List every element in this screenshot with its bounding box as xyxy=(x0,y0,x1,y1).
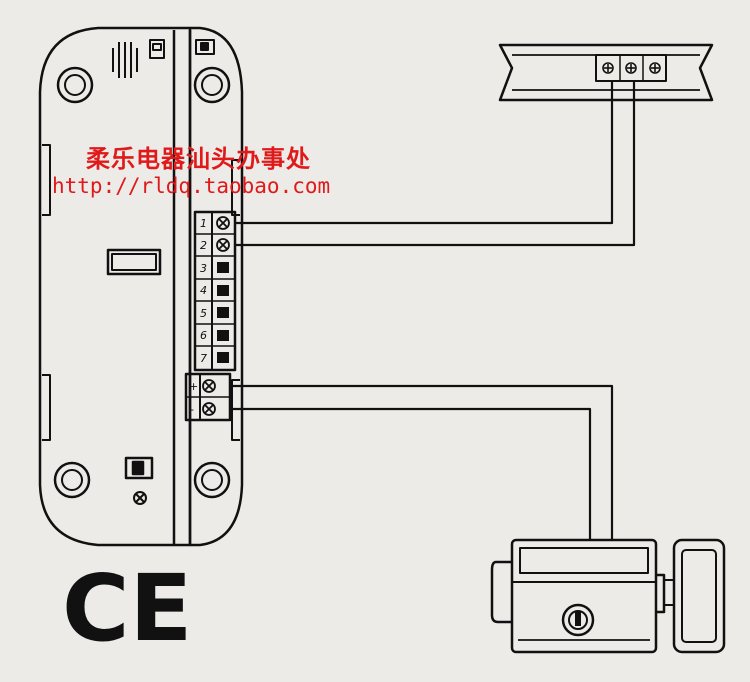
mounting-hole-bottom-right xyxy=(193,461,231,499)
terminal-block-main xyxy=(193,210,237,372)
door-station-panel xyxy=(38,26,244,547)
wires-to-indoor-unit xyxy=(234,82,636,247)
terminal-label-minus: - xyxy=(190,403,194,416)
indoor-terminal-1 xyxy=(602,62,614,74)
watermark-shop-url: http://rldq.taobao.com xyxy=(52,174,331,198)
terminal-label-1: 1 xyxy=(200,217,207,230)
ce-mark-logo: CE xyxy=(62,555,192,662)
bottom-screw xyxy=(133,491,147,505)
indoor-terminal-3 xyxy=(649,62,661,74)
terminal-label-plus: + xyxy=(189,380,198,393)
terminal-label-3: 3 xyxy=(200,262,207,275)
terminal-label-4: 4 xyxy=(200,284,207,297)
electric-lock xyxy=(490,538,726,654)
terminal-7-screw xyxy=(217,352,229,363)
center-window xyxy=(106,248,162,276)
indoor-monitor-unit xyxy=(498,43,714,102)
wires-to-electric-lock xyxy=(230,384,614,540)
terminal-label-7: 7 xyxy=(200,352,207,365)
terminal-label-5: 5 xyxy=(200,307,207,320)
terminal-block-lock xyxy=(184,372,232,422)
mounting-hole-top-left xyxy=(56,66,94,104)
terminal-label-6: 6 xyxy=(200,329,207,342)
indoor-terminal-2 xyxy=(625,62,637,74)
top-connector xyxy=(149,39,215,59)
terminal-3-screw xyxy=(217,262,229,273)
terminal-4-screw xyxy=(217,285,229,296)
terminal-2-screw xyxy=(216,238,230,252)
lock-cylinder xyxy=(561,603,595,637)
watermark-shop-name: 柔乐电器汕头办事处 xyxy=(86,145,311,173)
mounting-hole-top-right xyxy=(193,66,231,104)
terminal-6-screw xyxy=(217,330,229,341)
speaker-grille xyxy=(112,42,138,78)
jumper-switch xyxy=(124,456,154,480)
mounting-hole-bottom-left xyxy=(53,461,91,499)
terminal-1-screw xyxy=(216,216,230,230)
lock-strike-plate xyxy=(664,538,726,654)
terminal-label-2: 2 xyxy=(200,239,207,252)
terminal-5-screw xyxy=(217,307,229,318)
